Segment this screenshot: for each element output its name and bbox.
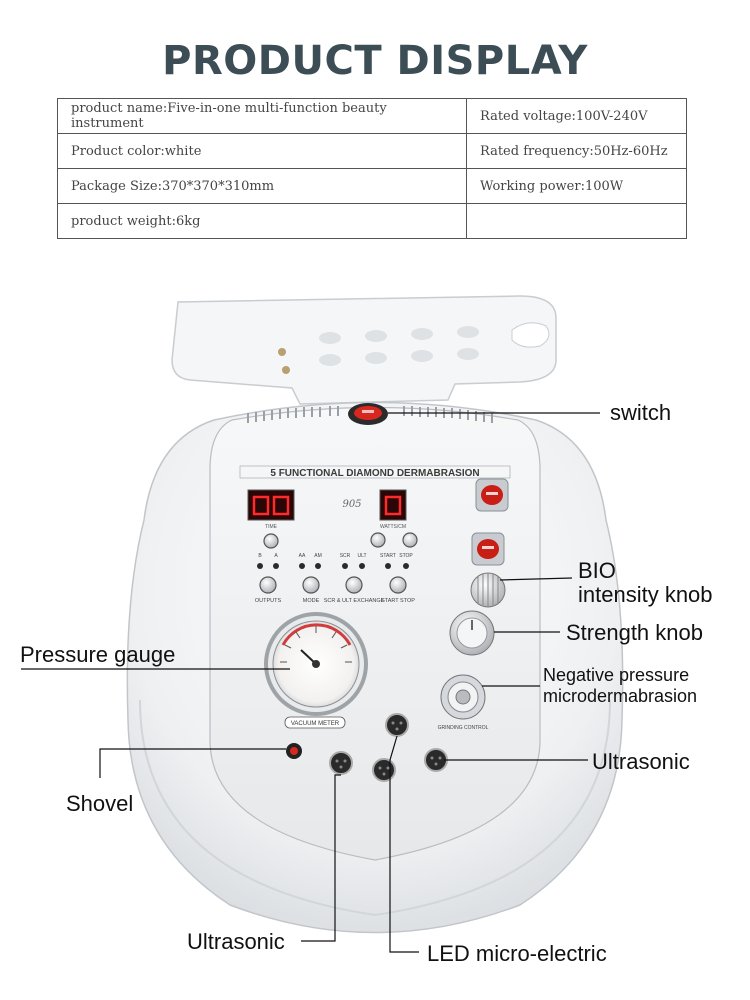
- indicator-led: [403, 563, 409, 569]
- vent-grille: [247, 406, 493, 423]
- callout-pressure-gauge: Pressure gauge: [20, 642, 176, 667]
- aux-port[interactable]: [385, 713, 409, 737]
- exchange-button[interactable]: [345, 576, 363, 594]
- callout-bio-line2: intensity knob: [578, 582, 713, 607]
- callout-bio-knob: BIO intensity knob: [578, 559, 713, 607]
- callout-led-micro-electric: LED micro-electric: [427, 941, 607, 966]
- callout-negative-line2: microdermabrasion: [543, 686, 698, 706]
- led-label: B: [258, 553, 262, 559]
- panel-button[interactable]: [402, 532, 418, 548]
- grinding-control[interactable]: [440, 674, 486, 720]
- panel-button[interactable]: [263, 533, 279, 549]
- indicator-led: [299, 563, 305, 569]
- callout-lines: [21, 412, 600, 953]
- callout-negative-pressure: Negative pressure microdermabrasion: [543, 665, 697, 707]
- button-label: OUTPUTS: [255, 598, 282, 604]
- power-switch[interactable]: [348, 403, 388, 425]
- callout-ultrasonic-right: Ultrasonic: [592, 749, 690, 774]
- spec-cell: Rated frequency:50Hz-60Hz: [466, 133, 687, 169]
- time-caption: TIME: [265, 524, 278, 530]
- power-display: [379, 489, 407, 521]
- grinding-label: GRINDING CONTROL: [438, 725, 489, 731]
- led-micro-electric-port[interactable]: [372, 758, 396, 782]
- spec-cell: Working power:100W: [466, 168, 687, 204]
- panel-button[interactable]: [370, 532, 386, 548]
- page-title: PRODUCT DISPLAY: [162, 38, 588, 84]
- bio-intensity-knob[interactable]: [470, 572, 506, 608]
- indicator-led: [342, 563, 348, 569]
- indicator-led: [385, 563, 391, 569]
- ultrasonic-port[interactable]: [424, 748, 448, 772]
- start-stop-button[interactable]: [389, 576, 407, 594]
- led-label: ULT: [357, 553, 366, 559]
- callout-ultrasonic-bottom: Ultrasonic: [187, 929, 285, 954]
- indicator-led: [359, 563, 365, 569]
- spec-cell: product weight:6kg: [57, 203, 467, 239]
- led-label: AM: [314, 553, 322, 559]
- button-label: MODE: [303, 598, 320, 604]
- button-label: START STOP: [381, 598, 415, 604]
- callout-switch: switch: [610, 400, 672, 425]
- rocker-switch[interactable]: [475, 478, 509, 512]
- table-row: product weight:6kg: [57, 203, 687, 239]
- shovel-port[interactable]: [286, 743, 302, 759]
- led-label: SCR: [340, 553, 351, 559]
- callout-shovel: Shovel: [66, 791, 134, 816]
- button-label: SCR & ULT EXCHANGE: [324, 598, 385, 604]
- outputs-button[interactable]: [259, 576, 277, 594]
- ultrasonic-port[interactable]: [329, 751, 353, 775]
- handpiece-holder: [171, 295, 557, 405]
- callout-negative-line1: Negative pressure: [543, 665, 690, 685]
- led-label: A: [274, 553, 278, 559]
- strength-knob[interactable]: [449, 610, 495, 656]
- spec-table: product name:Five-in-one multi-function …: [57, 98, 687, 239]
- table-row: Package Size:370*370*310mm Working power…: [57, 168, 687, 204]
- pressure-gauge: [264, 612, 368, 716]
- spec-cell: [466, 203, 687, 239]
- gauge-label: VACUUM METER: [291, 721, 340, 727]
- time-display: [247, 489, 295, 521]
- led-label: STOP: [399, 553, 413, 559]
- rocker-switch[interactable]: [471, 532, 505, 566]
- spec-cell: Rated voltage:100V-240V: [466, 98, 687, 134]
- power-caption: WATTS/CM: [380, 524, 406, 530]
- mode-button[interactable]: [302, 576, 320, 594]
- indicator-led: [315, 563, 321, 569]
- model-number: 905: [342, 499, 361, 510]
- led-label: START: [380, 553, 396, 559]
- led-label: AA: [299, 553, 306, 559]
- indicator-led: [273, 563, 279, 569]
- table-row: product name:Five-in-one multi-function …: [57, 98, 687, 134]
- callout-strength-knob: Strength knob: [566, 620, 703, 645]
- spec-cell: product name:Five-in-one multi-function …: [57, 98, 467, 134]
- indicator-led: [257, 563, 263, 569]
- callout-bio-line1: BIO: [578, 558, 616, 583]
- spec-cell: Package Size:370*370*310mm: [57, 168, 467, 204]
- panel-title: 5 FUNCTIONAL DIAMOND DERMABRASION: [270, 468, 479, 479]
